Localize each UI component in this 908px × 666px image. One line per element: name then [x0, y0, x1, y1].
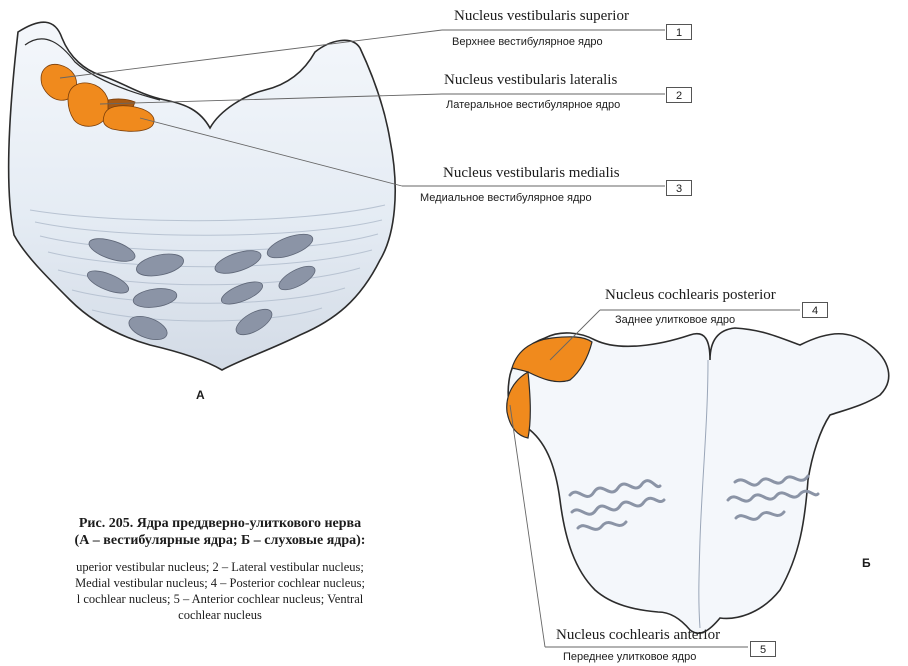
- label-4-russian: Заднее улитковое ядро: [615, 314, 735, 326]
- caption-title-line-1: Рис. 205. Ядра преддверно-улиткового нер…: [0, 515, 440, 532]
- label-4-latin: Nucleus cochlearis posterior: [605, 287, 776, 304]
- caption-legend-line: cochlear nucleus: [0, 607, 440, 623]
- label-5-number: 5: [750, 641, 776, 657]
- label-2-russian: Латеральное вестибулярное ядро: [446, 99, 620, 111]
- label-1-number: 1: [666, 24, 692, 40]
- section-a: [9, 22, 396, 370]
- caption-title-line-2: (А – вестибулярные ядра; Б – слуховые яд…: [0, 532, 440, 549]
- label-4-number: 4: [802, 302, 828, 318]
- label-3-russian: Медиальное вестибулярное ядро: [420, 192, 592, 204]
- panel-letter-b: Б: [862, 556, 871, 570]
- label-5-russian: Переднее улитковое ядро: [563, 651, 696, 663]
- section-b: [507, 328, 889, 633]
- caption-legend: uperior vestibular nucleus; 2 – Lateral …: [0, 559, 440, 623]
- caption-legend-line: l cochlear nucleus; 5 – Anterior cochlea…: [0, 591, 440, 607]
- figure-caption: Рис. 205. Ядра преддверно-улиткового нер…: [0, 515, 440, 623]
- panel-letter-a: А: [196, 388, 205, 402]
- caption-legend-line: uperior vestibular nucleus; 2 – Lateral …: [0, 559, 440, 575]
- label-3-latin: Nucleus vestibularis medialis: [443, 165, 620, 182]
- label-1-latin: Nucleus vestibularis superior: [454, 8, 629, 25]
- caption-legend-line: Medial vestibular nucleus; 4 – Posterior…: [0, 575, 440, 591]
- label-5-latin: Nucleus cochlearis anterior: [556, 627, 720, 644]
- label-1-russian: Верхнее вестибулярное ядро: [452, 36, 603, 48]
- label-2-number: 2: [666, 87, 692, 103]
- label-3-number: 3: [666, 180, 692, 196]
- label-2-latin: Nucleus vestibularis lateralis: [444, 72, 617, 89]
